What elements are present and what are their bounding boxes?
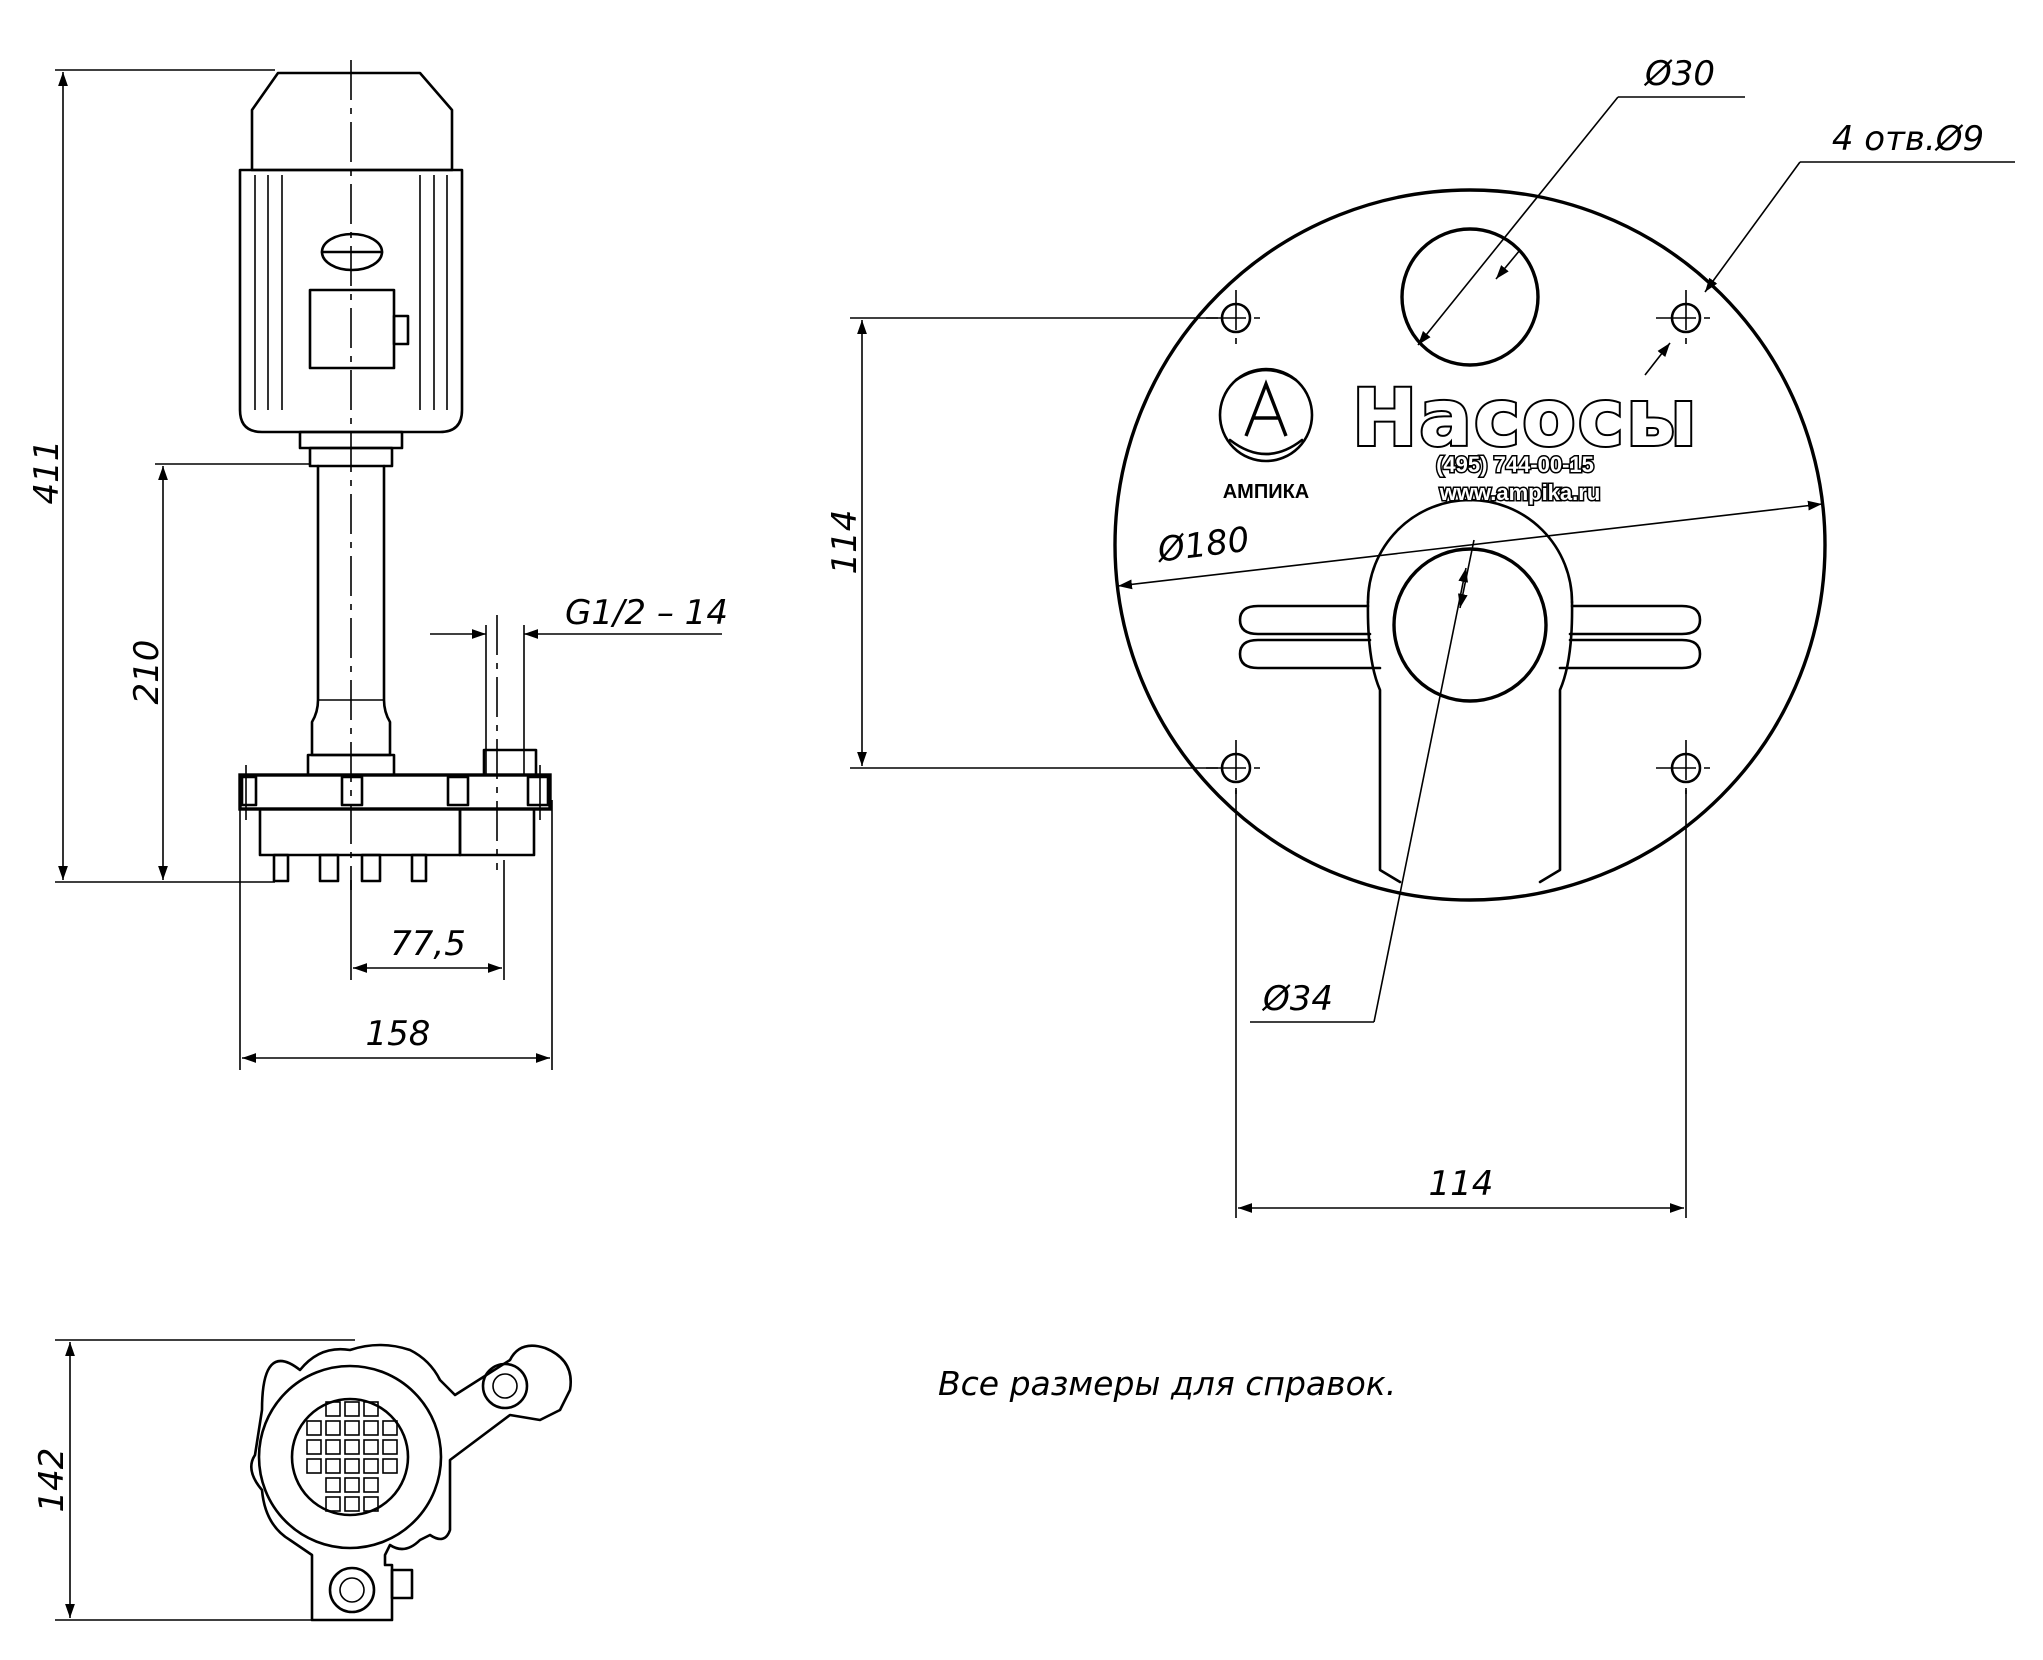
logo-website: www.ampika.ru	[1439, 480, 1601, 505]
dim-holes: 4 отв.Ø9	[1832, 119, 1984, 159]
dim-outlet-dia: Ø30	[1643, 54, 1715, 94]
dim-horizontal-spacing: 114	[1429, 1164, 1494, 1204]
dim-outlet-offset: 77,5	[390, 924, 466, 964]
slot-right-lower	[1558, 638, 1702, 670]
dim-base-width: 158	[366, 1014, 431, 1054]
top-outline	[250, 1343, 573, 1622]
terminal-box	[308, 288, 396, 370]
outlet-port-icon	[481, 1362, 529, 1410]
base-flange	[238, 773, 552, 811]
slot-left-upper	[1238, 604, 1372, 636]
flange-bolts	[240, 765, 550, 820]
inlet-legs	[272, 853, 428, 883]
motor-fins	[254, 175, 448, 410]
slot-left-lower	[1238, 638, 1382, 670]
dim-height-shaft: 210	[127, 640, 167, 705]
logo-title: Насосы	[1352, 374, 1699, 464]
dim-shaft-dia: Ø34	[1261, 979, 1333, 1019]
dim-depth: 142	[32, 1448, 72, 1513]
motor-cap	[250, 71, 454, 172]
cable-entry-icon	[328, 1566, 376, 1614]
fan-grille-icon	[306, 1401, 398, 1512]
shaft-bore	[1392, 547, 1548, 703]
flange-view: АМПИКА Насосы (495) 744-00-15 www.ampika…	[825, 54, 2015, 1218]
outlet-boss	[482, 748, 538, 777]
outlet-hole	[1400, 227, 1540, 367]
logo-phone: (495) 744-00-15	[1436, 452, 1594, 477]
keyhole-slot	[1366, 600, 1574, 884]
dim-flange-dia: Ø180	[1154, 520, 1252, 571]
dim-height-total: 411	[27, 440, 67, 505]
top-view: 142	[32, 1339, 573, 1622]
cable-gland	[392, 314, 410, 346]
dim-thread: G1/2 – 14	[565, 593, 728, 633]
side-view: 411 210 G1/2 – 14 77,5 158	[27, 60, 728, 1070]
motor-fan-cover	[257, 1364, 443, 1550]
logo-brand: АМПИКА	[1223, 481, 1310, 503]
ampika-logo: АМПИКА	[1218, 367, 1314, 503]
pump-housing	[258, 807, 462, 857]
flange-outline	[1113, 188, 1827, 902]
motor-body	[238, 168, 464, 434]
keyhole-arc	[1366, 498, 1574, 604]
dim-vertical-spacing: 114	[825, 510, 865, 575]
reference-note: Все размеры для справок.	[938, 1364, 1396, 1403]
slot-right-upper	[1568, 604, 1702, 636]
